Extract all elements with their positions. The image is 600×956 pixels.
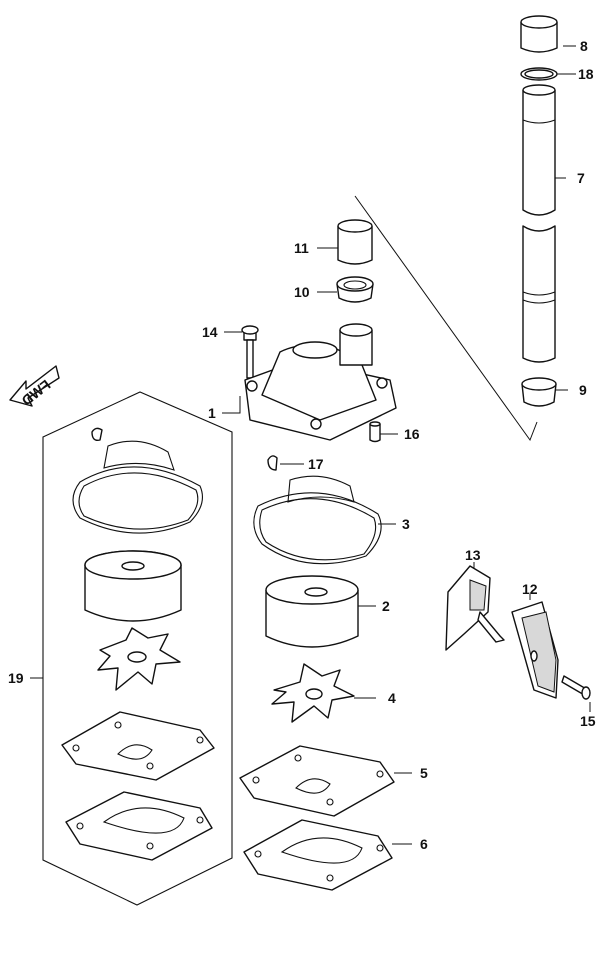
callout-19: 19 — [8, 670, 24, 686]
part-8-grommet — [520, 15, 558, 53]
callout-8: 8 — [580, 38, 588, 54]
callout-5: 5 — [420, 765, 428, 781]
assembly-guide-line — [354, 195, 538, 442]
part-15-screw — [561, 675, 591, 700]
callout-7: 7 — [577, 170, 585, 186]
callout-2: 2 — [382, 598, 390, 614]
part-3-seal-ring — [253, 475, 382, 565]
callout-9: 9 — [579, 382, 587, 398]
part-17-key — [267, 455, 278, 471]
part-5-plate — [239, 745, 395, 817]
callout-6: 6 — [420, 836, 428, 852]
leader-lines — [30, 45, 591, 845]
callout-12: 12 — [522, 581, 538, 597]
callout-4: 4 — [388, 690, 396, 706]
part-12-lever — [511, 601, 559, 699]
callout-18: 18 — [578, 66, 594, 82]
part-14-bolt — [241, 325, 259, 379]
callout-1: 1 — [208, 405, 216, 421]
part-1-pump-case — [244, 323, 397, 441]
part-16-pin — [369, 421, 381, 443]
callout-15: 15 — [580, 713, 596, 729]
kit-19-outline — [42, 391, 233, 906]
callout-3: 3 — [402, 516, 410, 532]
part-2-liner — [265, 575, 359, 648]
part-10-bushing — [336, 276, 374, 303]
part-18-o-ring — [520, 67, 558, 81]
callout-17: 17 — [308, 456, 324, 472]
part-4-impeller — [271, 663, 355, 723]
callout-labels: 8 18 7 9 11 10 14 1 16 17 3 2 4 5 6 19 1… — [8, 38, 596, 852]
part-7-water-tube — [522, 84, 556, 363]
forward-arrow-icon: FWD — [9, 365, 60, 409]
callout-10: 10 — [294, 284, 310, 300]
part-6-gasket — [243, 819, 393, 891]
callout-13: 13 — [465, 547, 481, 563]
callout-11: 11 — [294, 240, 309, 256]
part-11-bushing — [337, 219, 373, 265]
part-9-grommet — [521, 377, 557, 407]
callout-14: 14 — [202, 324, 218, 340]
part-13-lever — [445, 565, 505, 651]
kit-19-contents — [61, 427, 215, 861]
callout-16: 16 — [404, 426, 420, 442]
